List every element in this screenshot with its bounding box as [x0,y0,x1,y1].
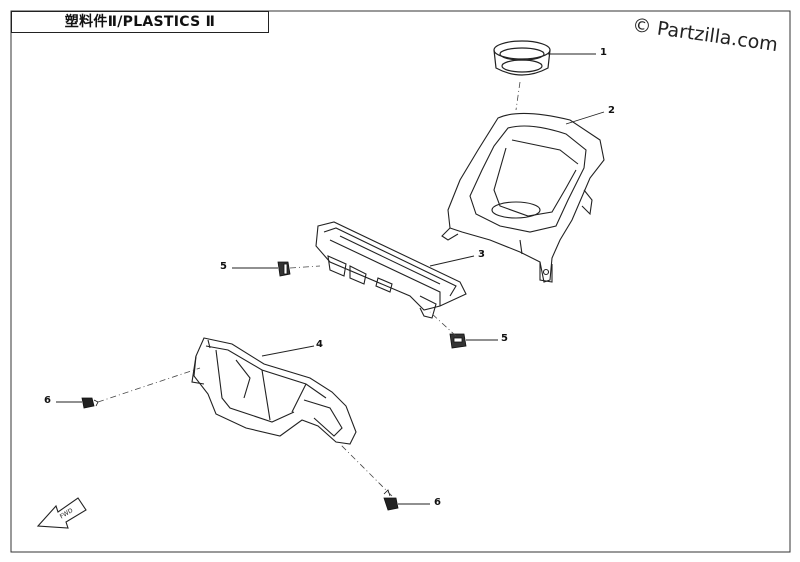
part-2-console-bin[interactable] [441,112,605,283]
callout-5-upper[interactable]: 5 [220,261,227,272]
diagram-title: 塑料件Ⅱ/PLASTICS Ⅱ [11,11,269,33]
callout-2[interactable]: 2 [608,105,615,116]
leader-lines [56,53,605,505]
part-6-fastener-bottom[interactable] [383,489,399,511]
callout-1[interactable]: 1 [600,47,607,58]
assembly-lines [97,81,521,497]
callout-6-left[interactable]: 6 [44,395,51,406]
part-5-clip-lower[interactable] [449,333,467,349]
callout-3[interactable]: 3 [478,249,485,260]
callout-5-lower[interactable]: 5 [501,333,508,344]
part-4-lower-cover[interactable] [191,337,357,445]
callout-6-bottom[interactable]: 6 [434,497,441,508]
callout-4[interactable]: 4 [316,339,323,350]
fwd-arrow-icon: FWD [36,497,87,529]
part-1-ring[interactable] [493,40,551,76]
part-3-trim-panel[interactable] [315,221,467,319]
diagram-frame [10,10,791,553]
part-5-clip-upper[interactable] [277,261,291,277]
part-6-fastener-left[interactable] [81,397,99,409]
